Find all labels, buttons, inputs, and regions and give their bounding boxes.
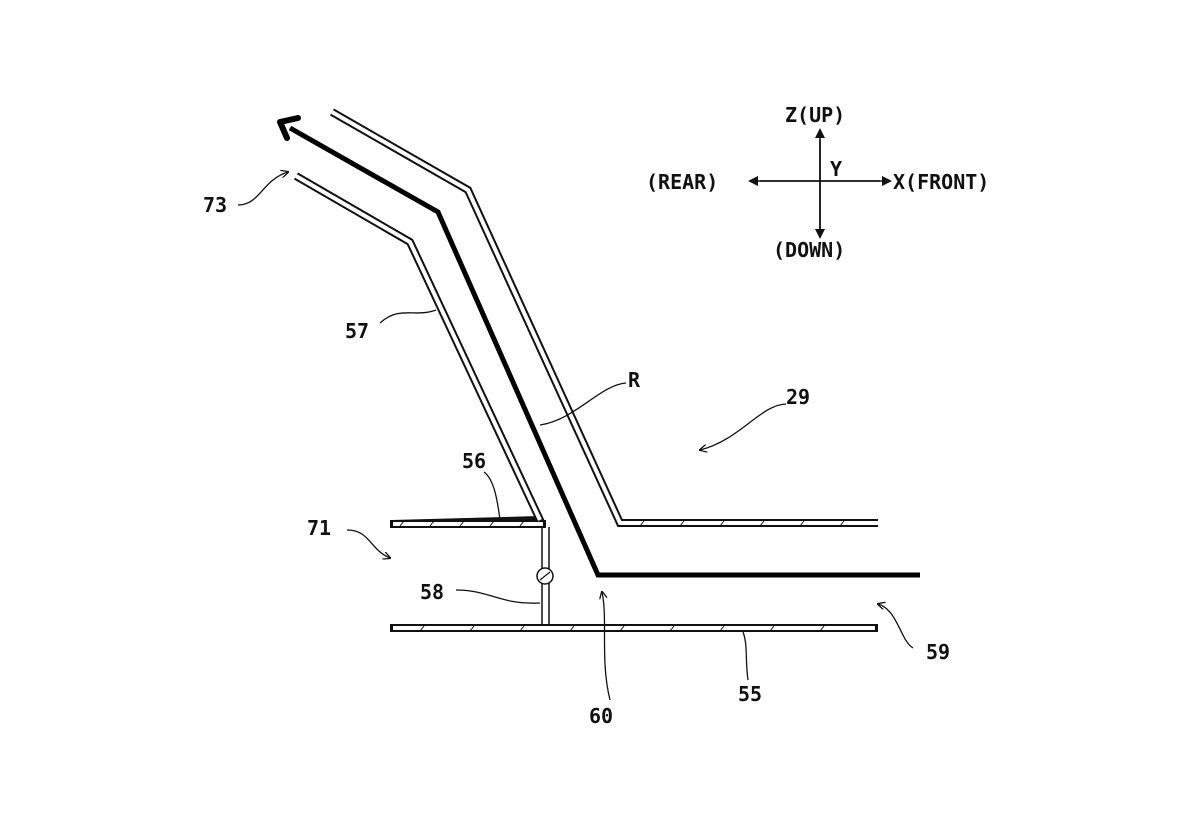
label-71: 71 — [307, 516, 331, 540]
label-58: 58 — [420, 580, 444, 604]
compass-down-label: (DOWN) — [773, 238, 845, 262]
label-R: R — [628, 368, 641, 392]
damper-58 — [536, 527, 554, 626]
label-73: 73 — [203, 193, 227, 217]
label-60: 60 — [589, 704, 613, 728]
label-55: 55 — [738, 682, 762, 706]
wall-57-plate-56 — [293, 172, 547, 528]
compass-rear-label: (REAR) — [646, 170, 718, 194]
plate-hatching — [399, 520, 845, 632]
airflow-arrowhead-icon — [277, 115, 301, 141]
airflow-route-R — [288, 125, 920, 578]
duct-outer-wall — [330, 108, 878, 527]
compass-up-label: Z(UP) — [785, 103, 845, 127]
label-57: 57 — [345, 319, 369, 343]
label-56: 56 — [462, 449, 486, 473]
direction-compass: Z(UP) (DOWN) (REAR) X(FRONT) Y — [646, 103, 989, 262]
compass-y-label: Y — [830, 157, 842, 181]
leader-lines — [237, 172, 914, 701]
label-29: 29 — [786, 385, 810, 409]
compass-front-label: X(FRONT) — [893, 170, 989, 194]
label-59: 59 — [926, 640, 950, 664]
